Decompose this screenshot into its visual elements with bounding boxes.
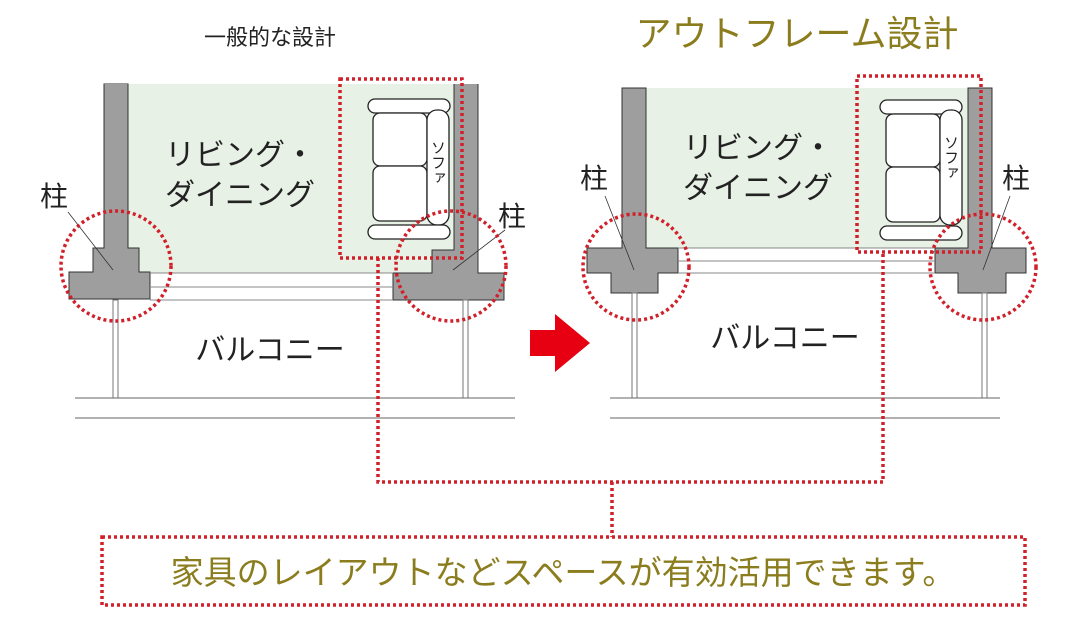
column-label-left: 柱 (40, 180, 68, 213)
highlight-dotted (59, 77, 508, 323)
room-label-line2: ダイニング (165, 178, 315, 213)
connector-lines (100, 252, 1027, 607)
column-label-left: 柱 (580, 162, 608, 195)
balcony-lines (75, 397, 515, 419)
sofa-icon (879, 99, 963, 241)
leader-line (67, 211, 114, 271)
caption-text: 家具のレイアウトなどスペースが有効活用できます。 (171, 553, 956, 592)
outframe-design-title: アウトフレーム設計 (636, 14, 959, 55)
left-column (586, 87, 679, 294)
arrow-right-icon (530, 314, 590, 372)
left-column (68, 84, 151, 300)
room-label-line2: ダイニング (683, 171, 833, 206)
outframe-design-plan: アウトフレーム設計 ソファ リビング・ ダイニング 柱 柱 バルコニー (580, 14, 1038, 419)
sofa-label: ソファ (429, 140, 447, 185)
general-design-title: 一般的な設計 (204, 26, 336, 51)
leader-line (604, 195, 635, 271)
sofa-label: ソファ (942, 135, 960, 180)
general-design-plan: 一般的な設計 ソファ リビング・ ダイニング 柱 柱 バルコニー (40, 26, 526, 419)
window-lines (678, 247, 935, 274)
column-label-right: 柱 (1002, 162, 1030, 195)
room-label-line1: リビング・ (683, 131, 833, 166)
highlight-dotted (581, 74, 1038, 322)
balcony-label: バルコニー (710, 321, 859, 356)
balcony-lines (610, 397, 1000, 419)
balcony-label: バルコニー (195, 333, 344, 368)
window-lines (150, 272, 393, 301)
column-label-right: 柱 (498, 200, 526, 233)
room-label-line1: リビング・ (165, 138, 315, 173)
sofa-icon (367, 98, 451, 240)
leader-line (982, 195, 1011, 271)
